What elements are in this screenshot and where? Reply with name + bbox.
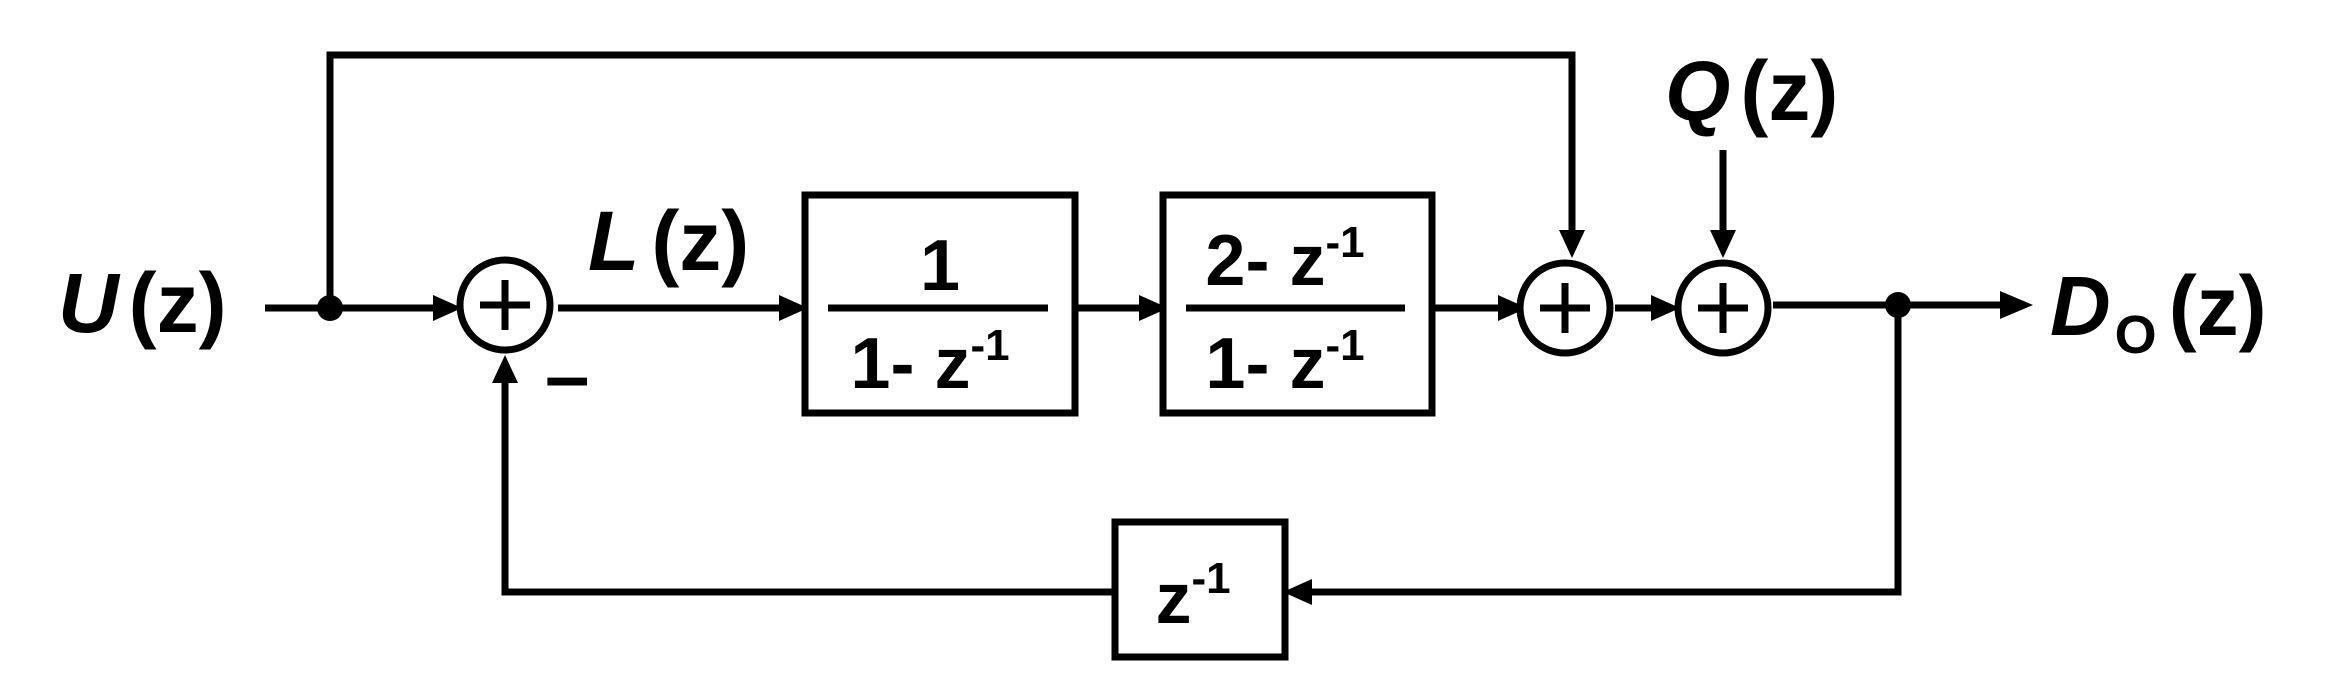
integrator-numerator: 1 (920, 226, 960, 306)
loop-signal-label: L(z) (588, 194, 749, 288)
arrowhead-sum3-left (1651, 295, 1680, 321)
summing-junction-3 (1674, 259, 1772, 357)
arrowhead-sum2-left (1498, 295, 1527, 321)
noise-signal-label: Q(z) (1665, 44, 1838, 138)
input-signal-label: U(z) (58, 256, 227, 350)
arrowhead-sum3-top (1710, 230, 1736, 258)
summing-junction-1 (456, 256, 554, 354)
arrowhead-output (2000, 291, 2033, 319)
arrowhead-integrator-input (779, 295, 808, 321)
branch-node-output (1885, 292, 1911, 318)
arrowhead-sum2-top (1559, 230, 1585, 258)
filter-denominator: 1- z-1 (1205, 321, 1364, 404)
output-signal-label: DO(z) (2050, 259, 2267, 365)
summing-junction-2 (1516, 259, 1614, 357)
wire-feedback-to-delay (1310, 305, 1902, 596)
integrator-block: 1 1- z-1 (801, 191, 1079, 417)
wire-delay-to-sum1 (501, 375, 1115, 596)
filter-block: 2- z-1 1- z-1 (1159, 191, 1436, 417)
branch-node-input (317, 295, 343, 321)
arrowhead-delay-input (1283, 579, 1312, 605)
integrator-denominator: 1- z-1 (850, 321, 1009, 404)
arrowhead-filter-input (1139, 295, 1168, 321)
delay-label: z-1 (1155, 554, 1230, 639)
filter-numerator: 2- z-1 (1205, 218, 1364, 301)
delay-block: z-1 (1111, 518, 1289, 661)
arrowhead-sum1-input (433, 295, 462, 321)
arrowhead-sum1-bottom (492, 355, 518, 383)
wire-feedforward-top (326, 51, 1576, 308)
feedback-sign-minus: – (545, 331, 590, 420)
